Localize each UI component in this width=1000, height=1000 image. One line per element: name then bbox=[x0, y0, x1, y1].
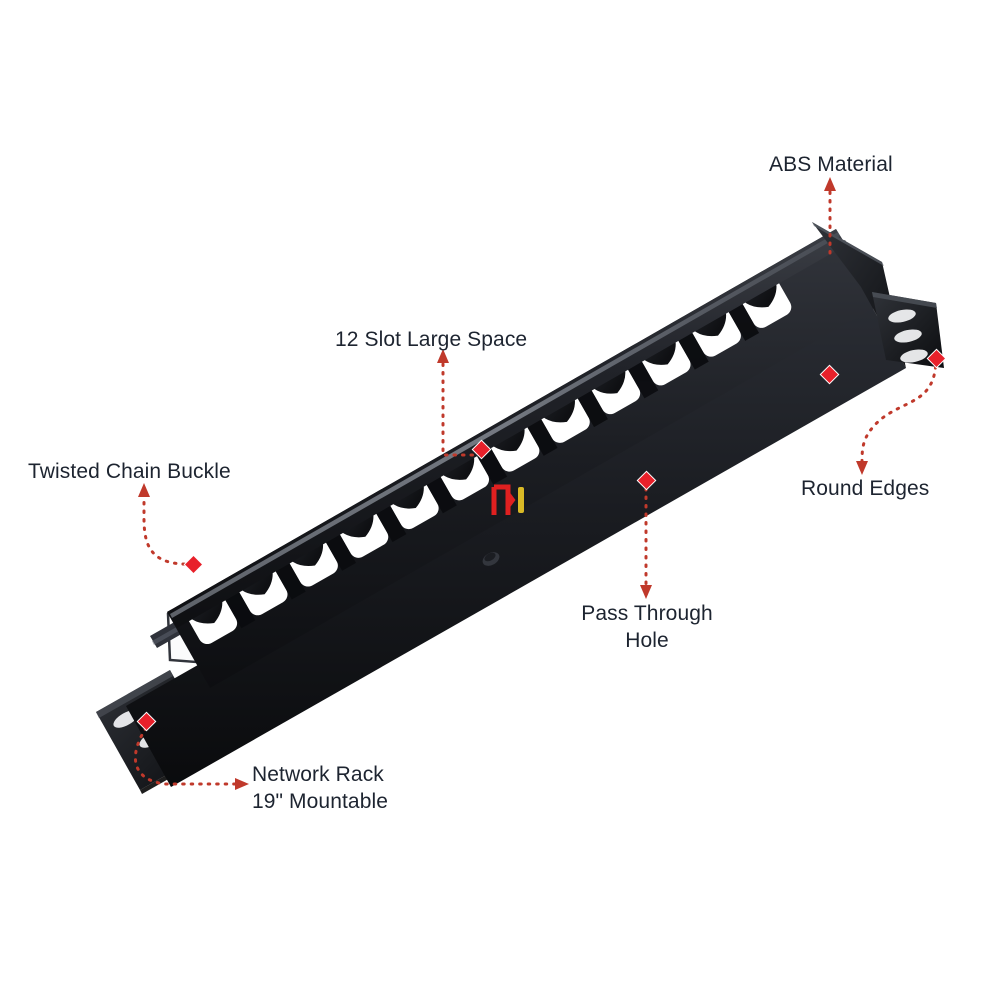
arrow-down-pass-hole bbox=[640, 585, 652, 599]
marker-pass-hole bbox=[636, 470, 657, 491]
callout-label-twisted-chain-buckle: Twisted Chain Buckle bbox=[28, 460, 231, 483]
marker-twisted-chain bbox=[183, 554, 204, 575]
marker-network-rack bbox=[136, 711, 157, 732]
slot-channel bbox=[167, 229, 879, 688]
leader-network-rack bbox=[133, 726, 240, 786]
arrow-up-abs-material bbox=[824, 177, 836, 191]
marker-round-edges bbox=[926, 348, 947, 369]
leader-lines bbox=[133, 186, 938, 786]
callout-label-network-rack-mountable: Network Rack 19" Mountable bbox=[252, 763, 389, 813]
callout-label-pass-through-hole: Pass Through Hole bbox=[581, 602, 713, 652]
leader-slot-large-space bbox=[441, 358, 483, 457]
arrow-up-slot-space bbox=[437, 349, 449, 363]
arrow-right-network-rack bbox=[235, 778, 249, 790]
leader-arrowheads bbox=[138, 177, 868, 790]
right-mounting-bracket bbox=[872, 292, 944, 368]
callout-label-abs-material: ABS Material bbox=[769, 153, 893, 176]
marker-slot-space bbox=[471, 439, 492, 460]
anchor-markers bbox=[136, 348, 947, 732]
screw-boss bbox=[482, 552, 500, 566]
marker-abs-material bbox=[819, 364, 840, 385]
leader-twisted-chain-buckle bbox=[142, 492, 195, 566]
callout-label-round-edges: Round Edges bbox=[801, 477, 930, 500]
arrow-down-round-edges bbox=[856, 461, 868, 475]
callout-label-slot-large-space: 12 Slot Large Space bbox=[335, 328, 528, 351]
arrow-up-twisted-chain bbox=[138, 483, 150, 497]
twisted-chain-buckle-part bbox=[491, 484, 524, 515]
leader-round-edges bbox=[860, 356, 938, 466]
